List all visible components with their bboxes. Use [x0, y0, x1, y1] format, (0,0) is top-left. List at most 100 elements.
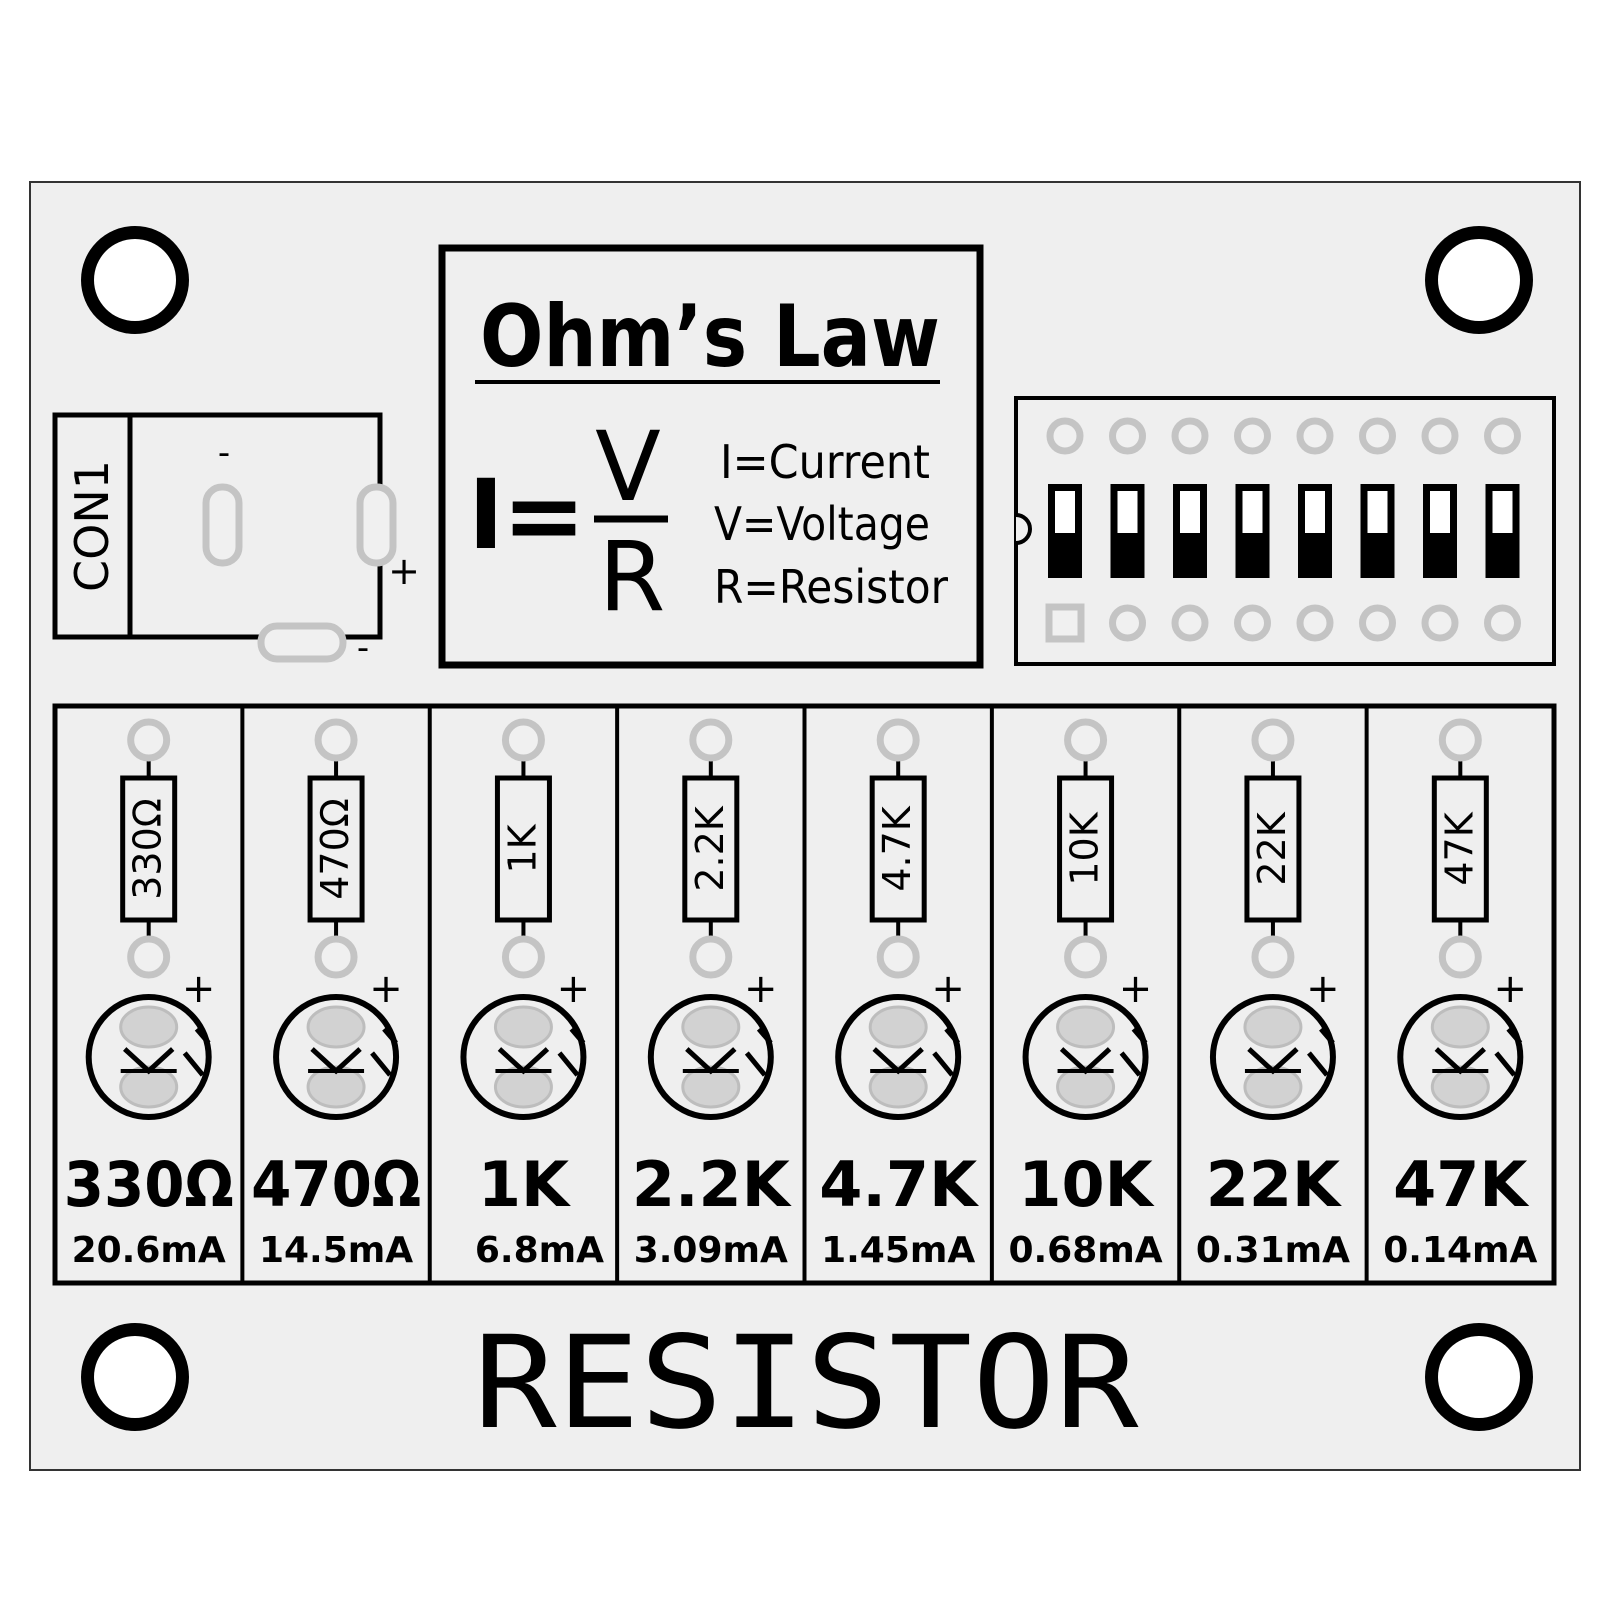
led-outline	[1022, 994, 1149, 1120]
led-polarity-plus: +	[744, 966, 778, 1012]
led-current-label: 1.45mA	[821, 1230, 975, 1271]
dip-switch-window	[1117, 491, 1138, 533]
resistor-value-label: 2.2K	[632, 1148, 792, 1221]
resistor-value-label: 1K	[478, 1148, 571, 1221]
resistor-body-label: 47K	[1437, 811, 1481, 885]
resistor-value-label: 22K	[1206, 1148, 1342, 1221]
connector-pad-3	[257, 622, 347, 663]
ohms-law-heading: Ohm’s Law	[480, 287, 940, 387]
led-flat-side	[370, 1027, 398, 1077]
dip-pin-bottom	[1296, 604, 1334, 642]
dip-pin-top	[1109, 417, 1146, 455]
dip-switch-window	[1430, 491, 1450, 533]
led-outline	[1209, 994, 1336, 1120]
led-current-label: 14.5mA	[259, 1230, 413, 1271]
connector-pad-1	[202, 483, 243, 567]
resistor-body-label: 10K	[1063, 811, 1107, 885]
led-flat-side	[557, 1027, 586, 1077]
resistor-pad-top	[876, 718, 920, 762]
connector-pad-2	[356, 483, 397, 567]
dip-switch-window	[1242, 491, 1263, 533]
resistor-body-label: 330Ω	[126, 798, 170, 900]
resistor-pad-bottom	[127, 935, 171, 979]
resistor-body	[869, 775, 927, 923]
resistor-body-label: 22K	[1250, 811, 1294, 885]
dip-switch-position-1	[1045, 417, 1085, 643]
dip-switch-notch	[1015, 513, 1032, 545]
dip-pin-top	[1046, 417, 1084, 455]
dip-switch-position-8	[1484, 417, 1521, 642]
dip-switch-window	[1492, 491, 1513, 533]
formula-denominator: R	[599, 521, 666, 633]
led-outline	[273, 994, 400, 1120]
resistor-body	[1431, 775, 1489, 923]
resistor-value-label: 4.7K	[819, 1148, 979, 1221]
led-flat-side	[744, 1027, 773, 1077]
resistor-pad-top	[1064, 718, 1108, 762]
resistor-value-label: 330Ω	[64, 1148, 234, 1221]
dip-pin-top	[1296, 417, 1334, 455]
led-polarity-plus: +	[1306, 966, 1340, 1012]
led-outline	[85, 994, 212, 1120]
led-polarity-plus: +	[1494, 966, 1528, 1012]
dip-switch-position-2	[1109, 417, 1146, 642]
dip-switch	[1014, 396, 1556, 666]
formula-numerator: V	[595, 411, 661, 523]
dip-pin-bottom	[1484, 604, 1521, 642]
led-flat-side	[932, 1027, 961, 1077]
resistor-pad-top	[1251, 718, 1295, 762]
legend-resistor: R=Resistor	[714, 560, 948, 614]
formula-equals: =	[502, 457, 586, 574]
led-flat-side	[1119, 1027, 1148, 1077]
dip-pin-top	[1359, 417, 1396, 455]
dip-switch-window	[1305, 491, 1325, 533]
dip-pin-top	[1421, 417, 1459, 455]
resistor-pad-top	[689, 718, 733, 762]
dip-pin-bottom	[1421, 604, 1459, 642]
led-flat-side	[182, 1027, 211, 1077]
resistor-pad-bottom	[501, 935, 545, 979]
led-polarity-plus: +	[931, 966, 965, 1012]
led-current-label: 20.6mA	[72, 1230, 226, 1271]
resistor-pad-bottom	[1251, 935, 1295, 979]
board-title: RESISTOR	[474, 1309, 1140, 1458]
led-pad-cathode	[493, 1065, 553, 1109]
led-pad-anode	[306, 1005, 366, 1049]
dip-pin-bottom	[1359, 604, 1396, 642]
resistor-pad-bottom	[1064, 935, 1108, 979]
dip-switch-position-6	[1359, 417, 1396, 642]
led-outline	[1397, 994, 1524, 1120]
dip-switch-window	[1055, 491, 1075, 533]
led-current-label: 3.09mA	[634, 1230, 788, 1271]
dip-pin-bottom	[1171, 604, 1209, 642]
resistor-body	[307, 775, 365, 923]
connector-con1: CON1 - + -	[52, 412, 420, 668]
resistor-pad-bottom	[689, 935, 733, 979]
resistor-body	[682, 775, 740, 923]
resistor-body-label: 470Ω	[313, 798, 357, 900]
dip-pin-bottom-square	[1045, 603, 1085, 643]
led-pad-anode	[1243, 1005, 1303, 1049]
led-pad-cathode	[119, 1065, 179, 1109]
legend-current: I=Current	[720, 435, 930, 489]
led-current-label: 6.8mA	[475, 1230, 604, 1271]
dip-pin-top	[1484, 417, 1521, 455]
dip-switch-position-7	[1421, 417, 1459, 642]
led-pad-anode	[868, 1005, 928, 1049]
dip-pin-bottom	[1234, 604, 1271, 642]
led-polarity-plus: +	[1119, 966, 1153, 1012]
resistor-body-label: 1K	[500, 823, 544, 873]
led-pad-anode	[119, 1005, 179, 1049]
led-pad-cathode	[681, 1065, 741, 1109]
mounting-holes	[81, 226, 1533, 1431]
resistor-body-label: 2.2K	[688, 805, 732, 891]
led-outline	[647, 994, 774, 1120]
led-pad-cathode	[1056, 1065, 1116, 1109]
led-pad-cathode	[1430, 1065, 1490, 1109]
